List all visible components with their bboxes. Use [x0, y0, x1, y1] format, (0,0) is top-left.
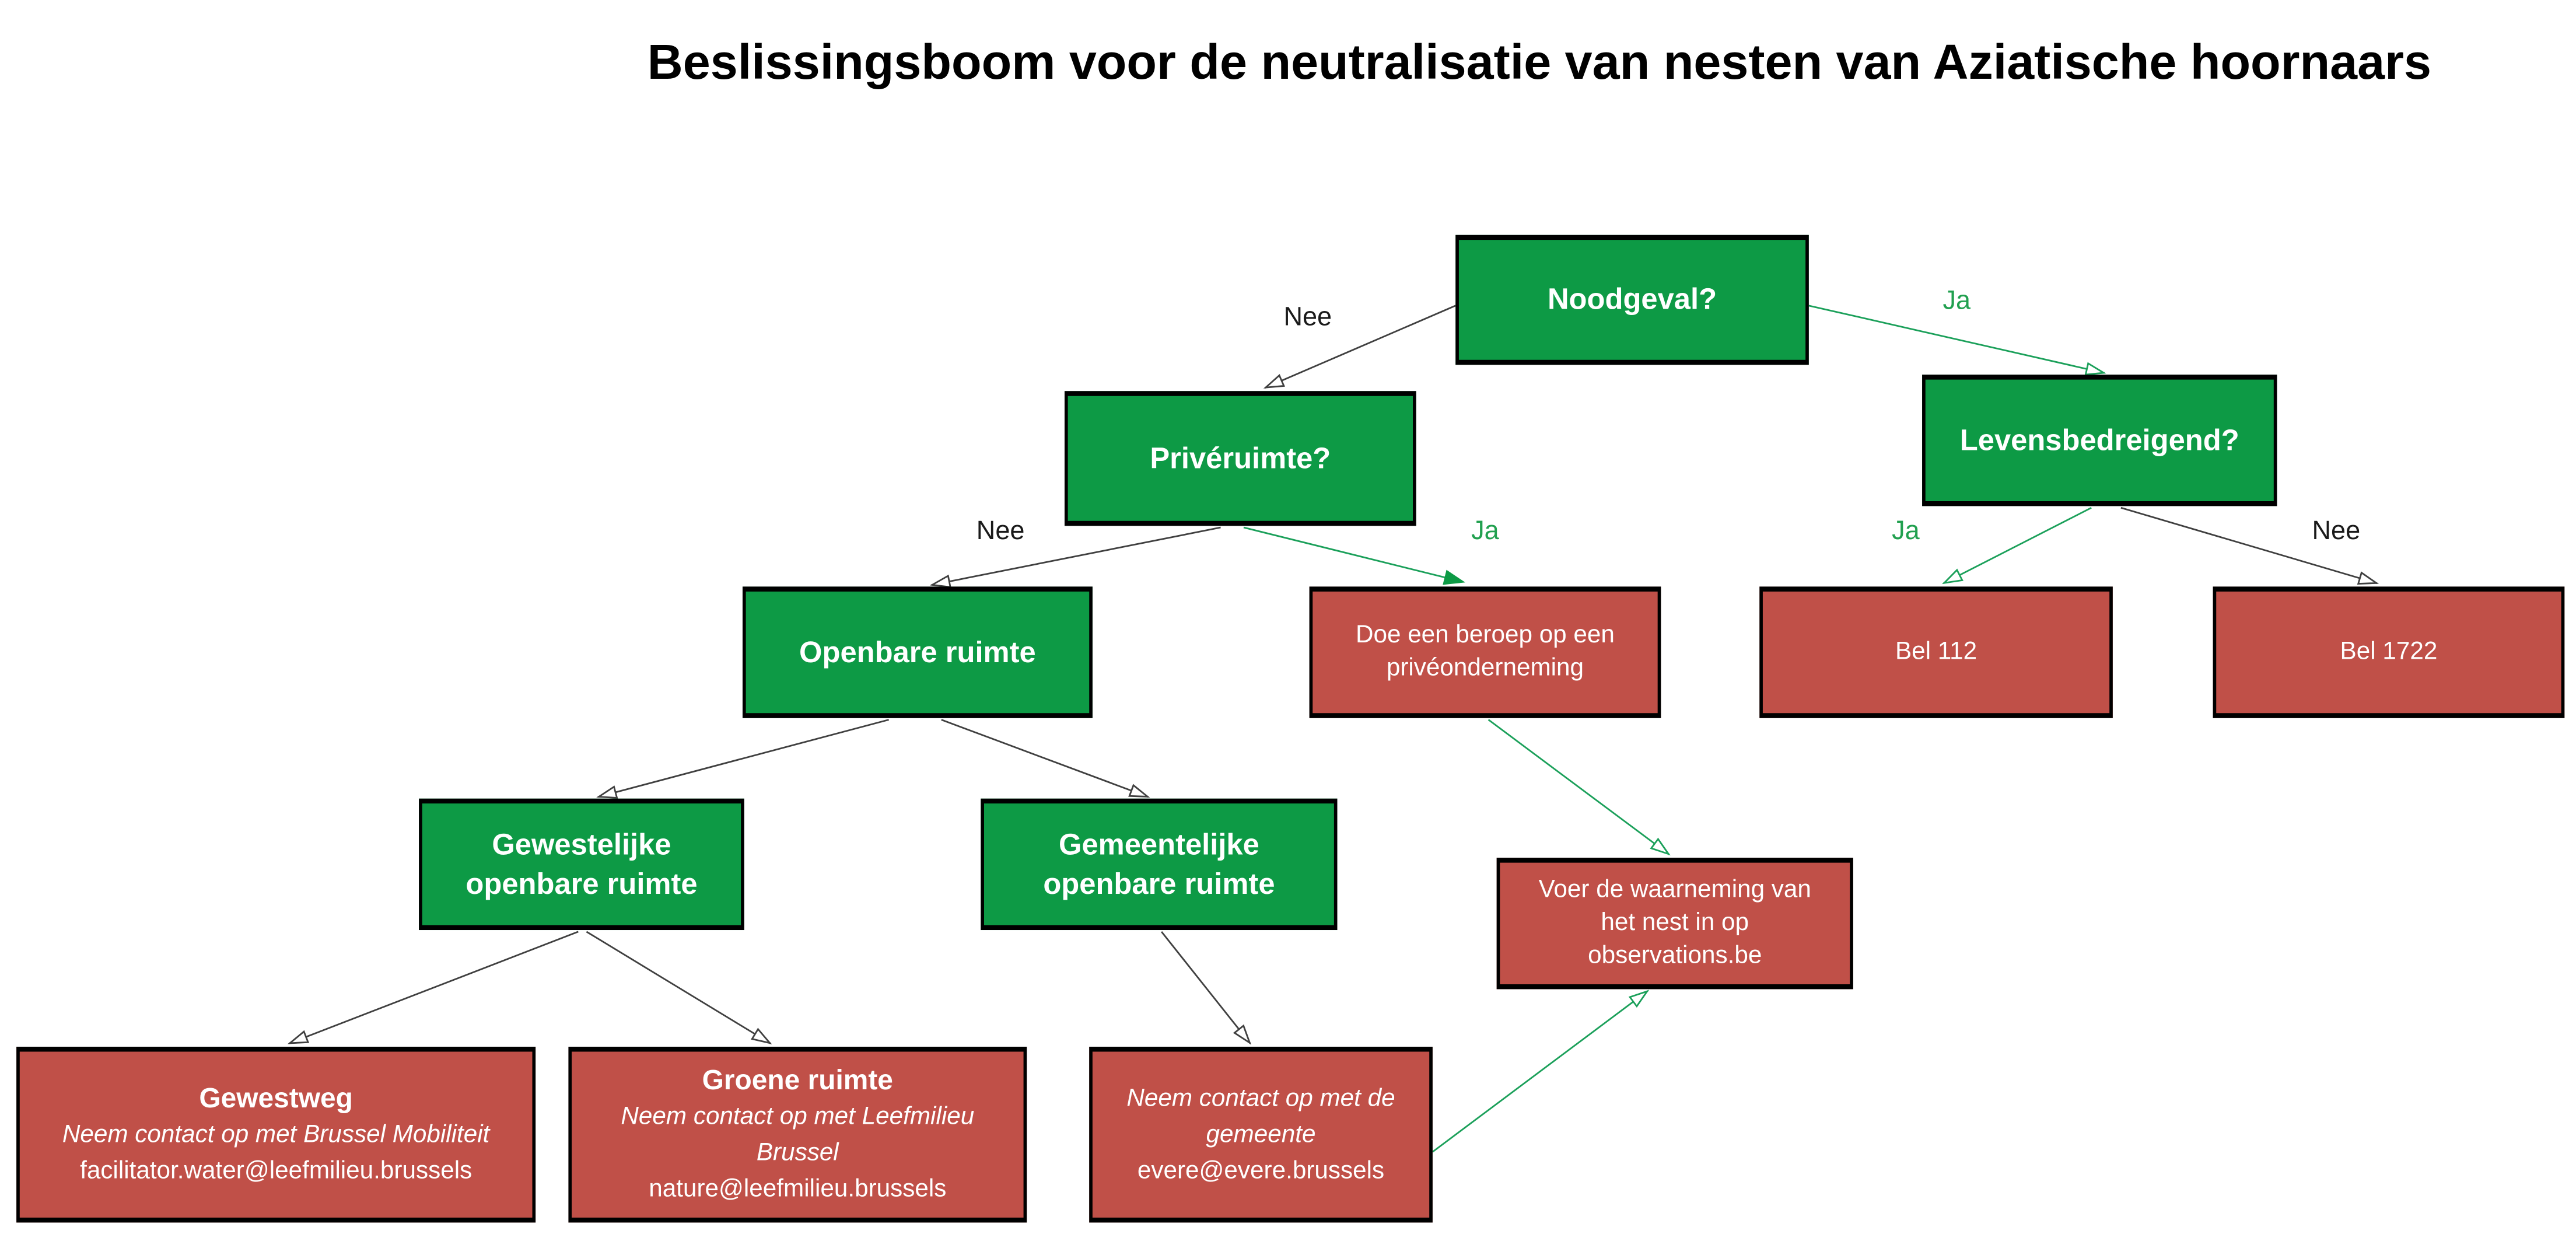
edge-label-priveruimte-ja: Ja — [1471, 518, 1499, 546]
arrow-gewestelijke-groene — [586, 931, 772, 1044]
node-gemeente-email: evere@evere.brussels — [1137, 1156, 1385, 1184]
node-gewestweg-title: Gewestweg — [199, 1082, 353, 1114]
node-priveruimte-label: Privéruimte? — [1150, 442, 1331, 475]
node-openbare-ruimte-label: Openbare ruimte — [799, 635, 1036, 669]
node-noodgeval-label: Noodgeval? — [1547, 283, 1717, 316]
node-bel-1722: Bel 1722 — [2213, 586, 2565, 718]
arrow-gewestelijke-gewestweg — [287, 931, 579, 1044]
arrow-openbare-gemeentelijke — [941, 719, 1150, 798]
edge-label-noodgeval-ja: Ja — [1943, 287, 1971, 316]
node-gemeente-note: Neem contact op met de gemeente — [1126, 1083, 1395, 1148]
node-priveruimte: Privéruimte? — [1064, 391, 1416, 526]
node-levensbedreigend: Levensbedreigend? — [1922, 375, 2277, 506]
edge-label-noodgeval-nee: Nee — [1283, 304, 1332, 332]
node-doe-beroep-label: Doe een beroep op een privéonderneming — [1355, 620, 1615, 682]
node-gemeente: Neem contact op met de gemeente evere@ev… — [1089, 1047, 1433, 1223]
node-noodgeval: Noodgeval? — [1455, 235, 1809, 365]
node-bel-1722-label: Bel 1722 — [2340, 637, 2438, 666]
node-groene-ruimte-title: Groene ruimte — [702, 1064, 893, 1096]
edge-label-levensbedreigend-nee: Nee — [2312, 518, 2361, 546]
arrow-priveruimte-nee — [929, 526, 1221, 588]
node-gewestelijke-label: Gewestelijke openbare ruimte — [466, 827, 698, 901]
arrow-gemeentelijke-gemeente — [1161, 931, 1252, 1045]
node-voer-waarneming-label: Voer de waarneming van het nest in op ob… — [1538, 875, 1811, 970]
node-gemeentelijke-label: Gemeentelijke openbare ruimte — [1043, 827, 1275, 901]
edge-label-priveruimte-nee: Nee — [976, 518, 1025, 546]
node-groene-ruimte: Groene ruimte Neem contact op met Leefmi… — [568, 1047, 1027, 1223]
node-voer-waarneming: Voer de waarneming van het nest in op ob… — [1496, 858, 1853, 990]
node-bel-112-label: Bel 112 — [1895, 637, 1978, 666]
node-groene-ruimte-note: Neem contact op met Leefmilieu Brussel — [621, 1102, 975, 1166]
arrow-levensbedreigend-ja — [1942, 506, 2092, 585]
node-doe-beroep: Doe een beroep op een privéonderneming — [1309, 586, 1661, 718]
node-groene-ruimte-email: nature@leefmilieu.brussels — [649, 1174, 947, 1202]
node-bel-112: Bel 112 — [1759, 586, 2113, 718]
arrow-priveruimte-ja — [1243, 526, 1465, 585]
arrow-doeberoep-waarneming — [1488, 719, 1671, 856]
node-gemeentelijke: Gemeentelijke openbare ruimte — [981, 798, 1338, 931]
edge-label-levensbedreigend-ja: Ja — [1892, 518, 1920, 546]
node-gewestweg-email: facilitator.water@leefmilieu.brussels — [80, 1156, 473, 1184]
node-gewestelijke: Gewestelijke openbare ruimte — [419, 798, 744, 931]
arrow-gemeente-waarneming — [1432, 990, 1650, 1153]
node-openbare-ruimte: Openbare ruimte — [742, 586, 1093, 718]
node-gewestweg: Gewestweg Neem contact op met Brussel Mo… — [16, 1047, 536, 1223]
arrow-openbare-gewestelijke — [596, 719, 889, 799]
node-gewestweg-note: Neem contact op met Brussel Mobiliteit — [62, 1120, 490, 1148]
diagram-title: Beslissingsboom voor de neutralisatie va… — [647, 36, 2432, 90]
node-levensbedreigend-label: Levensbedreigend? — [1959, 424, 2239, 457]
